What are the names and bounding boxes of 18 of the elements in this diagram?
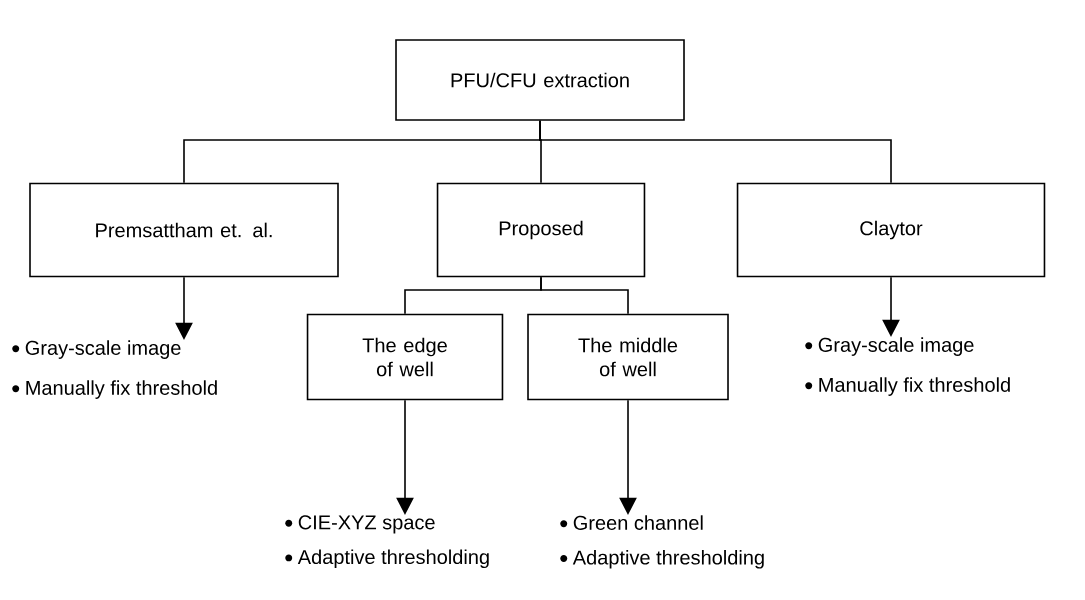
process-box: PFU/CFU extraction bbox=[395, 39, 685, 121]
list-item: Green channel bbox=[573, 515, 703, 530]
arrow bbox=[882, 276, 900, 337]
process-box: The edge of well bbox=[306, 313, 504, 401]
arrow bbox=[175, 276, 193, 340]
process-box: Claytor bbox=[736, 182, 1046, 278]
list-item: Adaptive thresholding bbox=[572, 549, 764, 569]
list-item: Manually fix threshold bbox=[819, 377, 1010, 396]
list-item: Adaptive thresholding bbox=[297, 549, 489, 569]
list-item: Gray-scale image bbox=[25, 340, 181, 359]
list-item: Manually fix threshold bbox=[26, 380, 217, 399]
connector-line bbox=[539, 120, 892, 184]
process-box: Premsattham et. al. bbox=[29, 182, 339, 278]
list-item: CIE-XYZ space bbox=[298, 515, 435, 534]
list-item: Gray-scale image bbox=[818, 337, 974, 356]
connector-line bbox=[540, 276, 629, 315]
process-box: Proposed bbox=[436, 182, 646, 278]
process-box: The middle of well bbox=[527, 313, 729, 401]
